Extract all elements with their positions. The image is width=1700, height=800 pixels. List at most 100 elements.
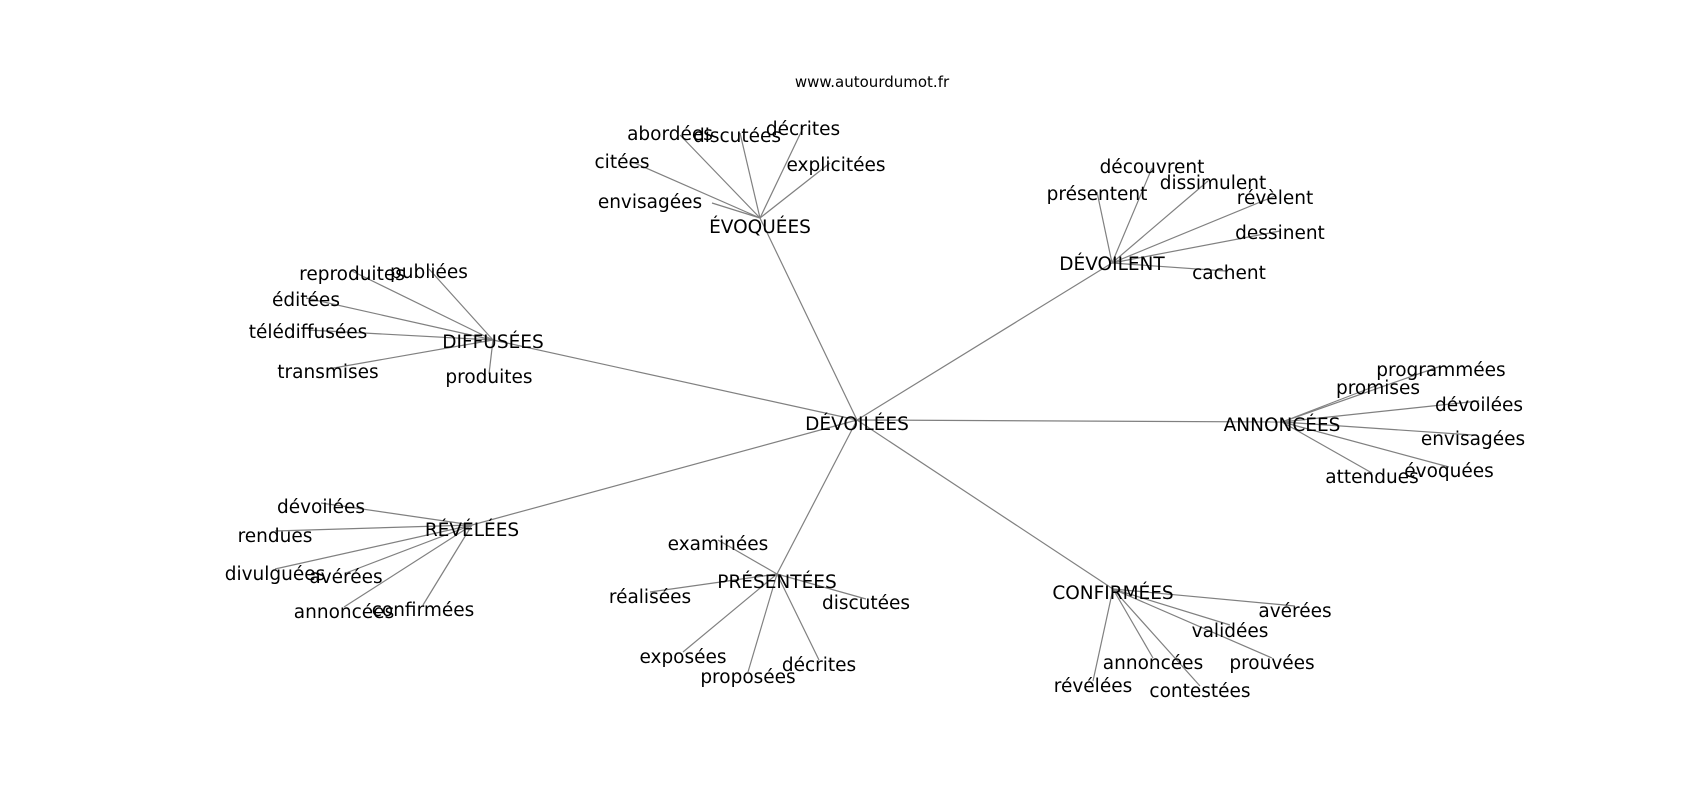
edge-diffusees-produites	[488, 339, 494, 375]
leaf-node-rendues[interactable]: rendues	[238, 526, 313, 547]
leaf-node-decouvrent[interactable]: découvrent	[1100, 157, 1205, 178]
leaf-node-exposees[interactable]: exposées	[639, 647, 726, 668]
edge-evoquees-decrites	[759, 127, 804, 219]
edge-confirmees-annoncees	[1112, 588, 1154, 659]
edge-evoquees-abordees	[679, 134, 761, 219]
leaf-node-revelees[interactable]: révélées	[1054, 676, 1132, 697]
edge-root-confirmees	[856, 419, 1114, 590]
leaf-node-contestees[interactable]: contestées	[1149, 681, 1250, 702]
leaf-node-prouvees[interactable]: prouvées	[1229, 653, 1314, 674]
edge-revelees-divulguees	[274, 524, 473, 570]
edge-revelees-averees	[345, 524, 473, 574]
edge-evoquees-explicitees	[759, 162, 831, 219]
edge-diffusees-transmises	[327, 339, 494, 370]
edge-revelees-annoncees	[343, 524, 473, 608]
leaf-node-envisagees[interactable]: envisagées	[1421, 429, 1525, 450]
labels-layer: DÉVOILÉESÉVOQUÉESabordéesdiscutéesdécrit…	[225, 119, 1525, 702]
hub-node-diffusees[interactable]: DIFFUSÉES	[442, 331, 543, 353]
edge-annoncees-devoilees	[1281, 400, 1480, 423]
leaf-node-editees[interactable]: éditées	[272, 290, 340, 311]
leaf-node-explicitees[interactable]: explicitées	[787, 155, 886, 176]
leaf-node-devoilees[interactable]: dévoilées	[277, 497, 365, 518]
leaf-node-discutees[interactable]: discutées	[693, 126, 781, 147]
leaf-node-proposees[interactable]: proposées	[700, 667, 795, 688]
edge-revelees-rendues	[274, 524, 473, 532]
edge-devoilent-dessinent	[1111, 230, 1281, 264]
edge-revelees-devoilees	[320, 502, 473, 526]
hub-node-presentees[interactable]: PRÉSENTÉES	[717, 571, 836, 593]
edge-diffusees-editees	[305, 297, 494, 341]
edge-devoilent-decouvrent	[1111, 167, 1153, 264]
edge-diffusees-telediffusees	[307, 329, 494, 341]
edge-evoquees-envisagees	[711, 202, 761, 219]
hub-node-annoncees[interactable]: ANNONCÉES	[1224, 414, 1341, 436]
edge-confirmees-prouvees	[1112, 588, 1273, 659]
edge-evoquees-citees	[629, 160, 761, 219]
edge-confirmees-validees	[1112, 588, 1231, 626]
leaf-node-dissimulent[interactable]: dissimulent	[1160, 173, 1267, 194]
edge-annoncees-evoquees	[1281, 421, 1450, 468]
leaf-node-averees[interactable]: avérées	[309, 567, 382, 588]
leaf-node-validees[interactable]: validées	[1192, 621, 1269, 642]
source-url: www.autourdumot.fr	[795, 73, 950, 91]
leaf-node-transmises[interactable]: transmises	[277, 362, 378, 383]
leaf-node-revelent[interactable]: révèlent	[1237, 188, 1313, 209]
leaf-node-abordees[interactable]: abordées	[627, 124, 713, 145]
leaf-node-reproduites[interactable]: reproduites	[299, 264, 405, 285]
edge-annoncees-programmees	[1281, 365, 1442, 423]
leaf-node-annoncees[interactable]: annoncées	[1103, 653, 1203, 674]
root-word-node[interactable]: DÉVOILÉES	[805, 413, 909, 435]
leaf-node-realisees[interactable]: réalisées	[609, 587, 691, 608]
edge-confirmees-revelees	[1092, 588, 1114, 682]
leaf-node-attendues[interactable]: attendues	[1325, 467, 1418, 488]
leaf-node-promises[interactable]: promises	[1336, 378, 1420, 399]
edge-devoilent-cachent	[1111, 262, 1227, 272]
leaf-node-averees[interactable]: avérées	[1258, 601, 1331, 622]
leaf-node-devoilees[interactable]: dévoilées	[1435, 395, 1523, 416]
leaf-node-annoncees[interactable]: annoncées	[294, 602, 394, 623]
edge-annoncees-attendues	[1281, 421, 1373, 474]
edge-presentees-proposees	[747, 573, 778, 673]
edge-root-diffusees	[492, 339, 858, 421]
edge-presentees-examinees	[717, 539, 778, 575]
leaf-node-citees[interactable]: citées	[595, 152, 650, 173]
edge-diffusees-reproduites	[351, 270, 494, 341]
leaf-node-decrites[interactable]: décrites	[766, 119, 840, 140]
leaf-node-confirmees[interactable]: confirmées	[372, 600, 475, 621]
edge-root-annoncees	[856, 419, 1283, 423]
edge-annoncees-envisagees	[1281, 421, 1474, 436]
leaf-node-envisagees[interactable]: envisagées	[598, 192, 702, 213]
leaf-node-presentent[interactable]: présentent	[1047, 184, 1148, 205]
leaf-node-examinees[interactable]: examinées	[668, 534, 769, 555]
leaf-node-divulguees[interactable]: divulguées	[225, 564, 326, 585]
edge-devoilent-dissimulent	[1111, 180, 1209, 264]
leaf-node-evoquees[interactable]: évoquées	[1404, 461, 1494, 482]
edge-presentees-exposees	[682, 573, 778, 653]
leaf-node-decrites[interactable]: décrites	[782, 655, 856, 676]
hub-node-devoilent[interactable]: DÉVOILENT	[1059, 253, 1165, 275]
edge-diffusees-publiees	[428, 268, 494, 341]
edges-layer	[274, 127, 1480, 687]
leaf-node-discutees[interactable]: discutées	[822, 593, 910, 614]
edge-root-revelees	[471, 419, 858, 526]
leaf-node-cachent[interactable]: cachent	[1192, 263, 1266, 284]
edge-evoquees-discutees	[739, 132, 761, 219]
edge-confirmees-averees	[1112, 588, 1296, 607]
hub-node-confirmees[interactable]: CONFIRMÉES	[1052, 582, 1173, 604]
leaf-node-dessinent[interactable]: dessinent	[1235, 223, 1325, 244]
edge-annoncees-promises	[1281, 384, 1379, 423]
edge-devoilent-revelent	[1111, 195, 1276, 264]
edge-root-evoquees	[759, 217, 858, 421]
edge-devoilent-presentent	[1096, 191, 1113, 264]
leaf-node-programmees[interactable]: programmées	[1376, 360, 1505, 381]
edge-confirmees-contestees	[1112, 588, 1201, 687]
edge-presentees-discutees	[776, 573, 867, 600]
hub-node-evoquees[interactable]: ÉVOQUÉES	[709, 216, 811, 238]
edge-presentees-decrites	[776, 573, 820, 661]
leaf-node-telediffusees[interactable]: télédiffusées	[249, 322, 368, 343]
hub-node-revelees[interactable]: RÉVÉLÉES	[425, 519, 519, 541]
edge-root-devoilent	[856, 262, 1113, 421]
leaf-node-publiees[interactable]: publiées	[390, 262, 468, 283]
leaf-node-produites[interactable]: produites	[445, 367, 532, 388]
